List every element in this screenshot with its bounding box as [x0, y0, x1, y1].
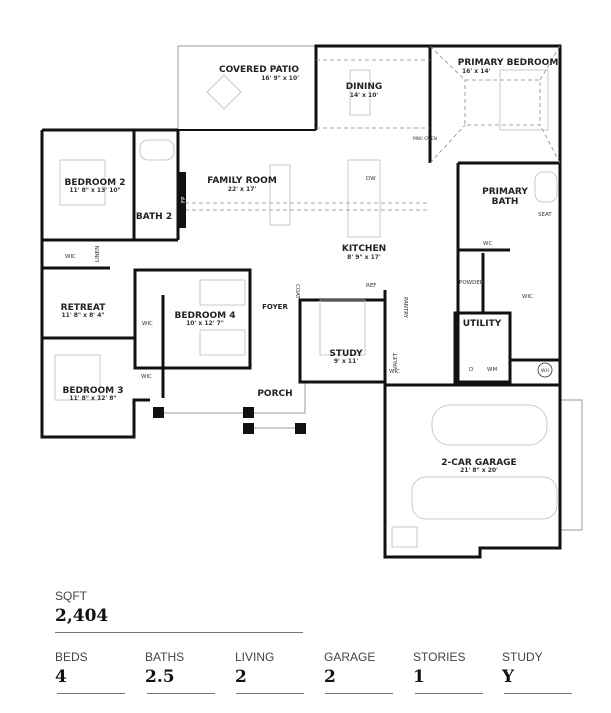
label-study: STUDY — [329, 349, 363, 359]
porch-columns — [153, 407, 306, 434]
walls — [40, 44, 562, 559]
dim-dining: 14' x 10' — [350, 92, 379, 99]
label-wic-bed4: WIC — [142, 321, 153, 327]
stat-label: BEDS — [55, 650, 88, 664]
fireplace — [178, 172, 186, 228]
stat-value: 2 — [235, 667, 247, 687]
stat-stories: STORIES 1 — [413, 650, 465, 687]
label-utility: UTILITY — [463, 319, 502, 329]
label-wic-primary: WIC — [522, 294, 533, 300]
label-wh: WH — [541, 368, 549, 374]
label-mw-oven: MW/ OVEN — [413, 136, 437, 142]
label-coat: COAT — [294, 284, 300, 299]
stat-value: 2,404 — [55, 606, 109, 626]
label-foyer: FOYER — [262, 303, 288, 311]
label-bath-2: BATH 2 — [136, 212, 172, 222]
stat-garage: GARAGE 2 — [324, 650, 375, 687]
label-kitchen: KITCHEN — [342, 244, 386, 254]
label-linen: LINEN — [95, 246, 101, 262]
dim-bedroom-4: 10' x 12' 7" — [186, 320, 224, 327]
label-primary-bath-2: BATH — [492, 197, 519, 207]
divider — [55, 632, 303, 633]
label-wic-bed3: WIC — [141, 374, 152, 380]
divider — [415, 693, 483, 694]
stat-label: LIVING — [235, 650, 275, 664]
label-wc: WC — [483, 241, 492, 247]
label-bedroom-4: BEDROOM 4 — [174, 311, 235, 321]
dim-covered-patio: 16' 9" x 10' — [261, 75, 299, 82]
dim-family-room: 22' x 17' — [228, 186, 257, 193]
stat-value: 1 — [413, 667, 425, 687]
label-washer: WM — [487, 367, 497, 373]
garage-apron — [559, 399, 583, 531]
stat-value: Y — [502, 667, 515, 687]
stat-value: 2 — [324, 667, 336, 687]
label-wic-study: WIC — [389, 369, 400, 375]
label-covered-patio: COVERED PATIO — [219, 65, 299, 75]
label-dryer: D — [469, 367, 473, 373]
label-dw: DW — [366, 176, 376, 182]
stat-value: 2.5 — [145, 667, 175, 687]
divider — [236, 693, 304, 694]
label-garage: 2-CAR GARAGE — [441, 458, 516, 468]
label-dining: DINING — [346, 82, 383, 92]
label-porch: PORCH — [257, 389, 292, 399]
stat-label: BATHS — [145, 650, 185, 664]
dim-study: 9' x 11' — [334, 358, 358, 365]
stat-value: 4 — [55, 667, 67, 687]
divider — [325, 693, 393, 694]
dim-bedroom-2: 11' 8" x 13' 10" — [69, 187, 120, 194]
label-pantry: PANTRY — [402, 297, 408, 319]
dim-garage: 21' 8" x 20' — [460, 467, 498, 474]
dim-retreat: 11' 8" x 8' 4" — [61, 312, 104, 319]
stat-living: LIVING 2 — [235, 650, 274, 687]
stat-baths: BATHS 2.5 — [145, 650, 184, 687]
covered-patio-outline — [177, 45, 317, 131]
stat-sqft: SQFT 2,404 — [55, 589, 108, 626]
label-bedroom-2: BEDROOM 2 — [64, 178, 125, 188]
label-powder: POWDER — [459, 280, 484, 286]
stat-label: STUDY — [502, 650, 543, 664]
dim-primary-bedroom: 16' x 14' — [462, 68, 491, 75]
divider — [147, 693, 215, 694]
label-primary-bedroom: PRIMARY BEDROOM — [458, 58, 559, 68]
label-wic-bed2: WIC — [65, 254, 76, 260]
divider — [504, 693, 572, 694]
stat-study: STUDY Y — [502, 650, 543, 687]
floor-plan: COVERED PATIO 16' 9" x 10' DINING 14' x … — [40, 44, 583, 559]
dim-kitchen: 8' 9" x 17' — [347, 254, 381, 261]
label-ref: REF — [366, 283, 376, 289]
stat-label: SQFT — [55, 589, 87, 603]
water-heater — [537, 362, 553, 378]
label-primary-bath: PRIMARY — [482, 187, 528, 197]
label-fp: FP — [181, 196, 187, 203]
label-retreat: RETREAT — [61, 303, 107, 313]
dim-bedroom-3: 11' 8" x 12' 8" — [69, 395, 116, 402]
porch-outline — [155, 382, 306, 414]
label-seat: SEAT — [538, 212, 552, 218]
label-valet: VALET — [393, 352, 399, 370]
furniture — [54, 69, 558, 548]
label-bedroom-3: BEDROOM 3 — [62, 386, 123, 396]
stat-beds: BEDS 4 — [55, 650, 88, 687]
label-family-room: FAMILY ROOM — [207, 176, 277, 186]
divider — [57, 693, 125, 694]
stat-label: STORIES — [413, 650, 466, 664]
stat-label: GARAGE — [324, 650, 376, 664]
